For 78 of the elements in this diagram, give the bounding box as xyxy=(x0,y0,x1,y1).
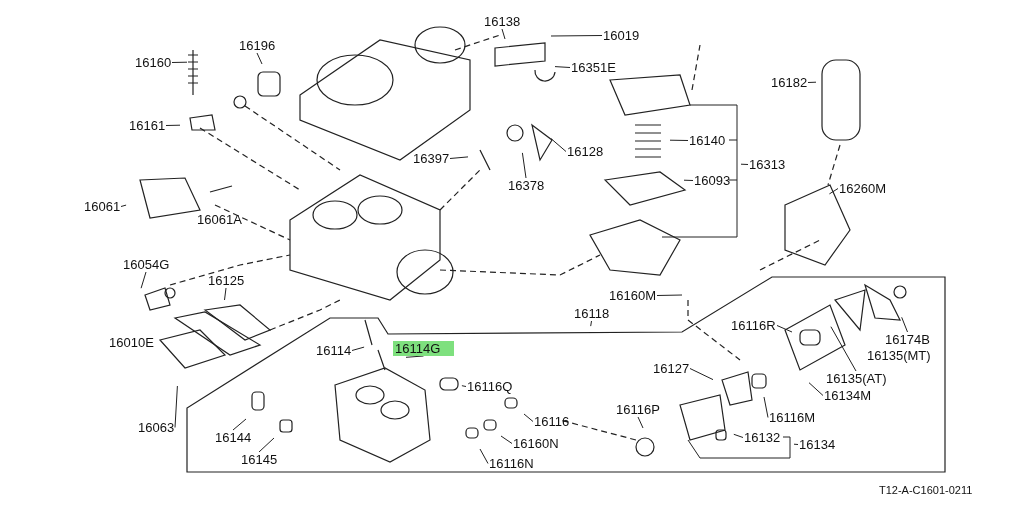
callout-number: 16114 xyxy=(315,343,353,358)
callout-number: 16160M xyxy=(608,288,657,303)
leader-line xyxy=(449,156,469,159)
leader-line xyxy=(165,124,181,126)
callout-number: 16054G xyxy=(122,257,171,272)
leader-line xyxy=(232,418,247,431)
callout-number: 16134 xyxy=(798,437,837,452)
leader-line xyxy=(256,52,263,65)
leader-line xyxy=(807,81,817,83)
callout-number: 16140 xyxy=(688,133,727,148)
bracket-line xyxy=(661,104,749,238)
callout-number: 16116M xyxy=(768,410,816,425)
callout-number: 16378 xyxy=(507,178,546,193)
callout-number: 16174B xyxy=(884,332,931,347)
callout-number: 16116N xyxy=(488,456,535,471)
callout-number: 16313 xyxy=(748,157,787,172)
leader-line xyxy=(776,325,793,333)
leader-line xyxy=(828,188,839,195)
callout-number: 16128 xyxy=(566,144,605,159)
highlighted-callout-number: 16114G xyxy=(393,341,455,356)
leader-line xyxy=(479,448,489,464)
callout-number: 16351E xyxy=(570,60,617,75)
leader-line xyxy=(830,326,857,372)
leader-line xyxy=(523,413,534,422)
leader-line xyxy=(120,204,127,207)
callout-number: 16145 xyxy=(240,452,279,467)
callout-number: 16144 xyxy=(214,430,253,445)
leader-line xyxy=(351,346,365,351)
callout-number: 16116R xyxy=(730,318,777,333)
bracket-line xyxy=(687,436,799,459)
leader-line xyxy=(590,320,592,327)
callout-number: 16116P xyxy=(615,402,661,417)
leader-line xyxy=(521,152,527,179)
callout-number: 16118 xyxy=(573,306,611,321)
callout-number: 16160 xyxy=(134,55,173,70)
leader-line xyxy=(461,385,467,387)
callout-number: 16010E xyxy=(108,335,155,350)
callout-number: 16061A xyxy=(196,212,243,227)
callout-number: 16160N xyxy=(512,436,560,451)
callout-number: 16116Q xyxy=(466,379,514,394)
leader-line xyxy=(733,433,744,438)
leader-line xyxy=(224,287,227,301)
leader-line xyxy=(554,66,571,68)
callout-number: 16260M xyxy=(838,181,887,196)
leader-line xyxy=(689,368,714,381)
callout-number: 16093 xyxy=(693,173,732,188)
leader-line xyxy=(171,61,188,63)
callout-number: 16182 xyxy=(770,75,809,90)
leader-line xyxy=(808,382,824,396)
callout-number: 16397 xyxy=(412,151,451,166)
callout-number: 16161 xyxy=(128,118,167,133)
callout-number: 16019 xyxy=(602,28,641,43)
callout-number: 16138 xyxy=(483,14,522,29)
leader-line xyxy=(683,179,694,181)
leader-line xyxy=(637,416,644,429)
leader-line xyxy=(258,437,275,453)
callout-number: 16063 xyxy=(137,420,176,435)
callout-number: 16061 xyxy=(83,199,122,214)
callout-number: 16132 xyxy=(743,430,782,445)
leader-line xyxy=(763,396,769,418)
leader-line xyxy=(501,28,506,40)
leader-line xyxy=(550,35,603,37)
callout-number: 16135(AT) xyxy=(825,371,888,386)
callout-number: 16127 xyxy=(652,361,691,376)
leader-line xyxy=(500,435,513,444)
callout-number: 16125 xyxy=(207,273,246,288)
leader-line xyxy=(550,138,567,152)
leader-line xyxy=(405,355,424,358)
leader-line xyxy=(174,385,178,428)
leader-line xyxy=(140,271,147,289)
leader-line xyxy=(669,139,689,141)
leader-line xyxy=(656,294,683,296)
callout-number: 16135(MT) xyxy=(866,348,932,363)
callout-number: 16134M xyxy=(823,388,872,403)
callout-number: 16116 xyxy=(533,414,571,429)
callout-number: 16196 xyxy=(238,38,277,53)
leader-line xyxy=(901,316,908,333)
drawing-code: T12-A-C1601-0211 xyxy=(878,483,974,498)
